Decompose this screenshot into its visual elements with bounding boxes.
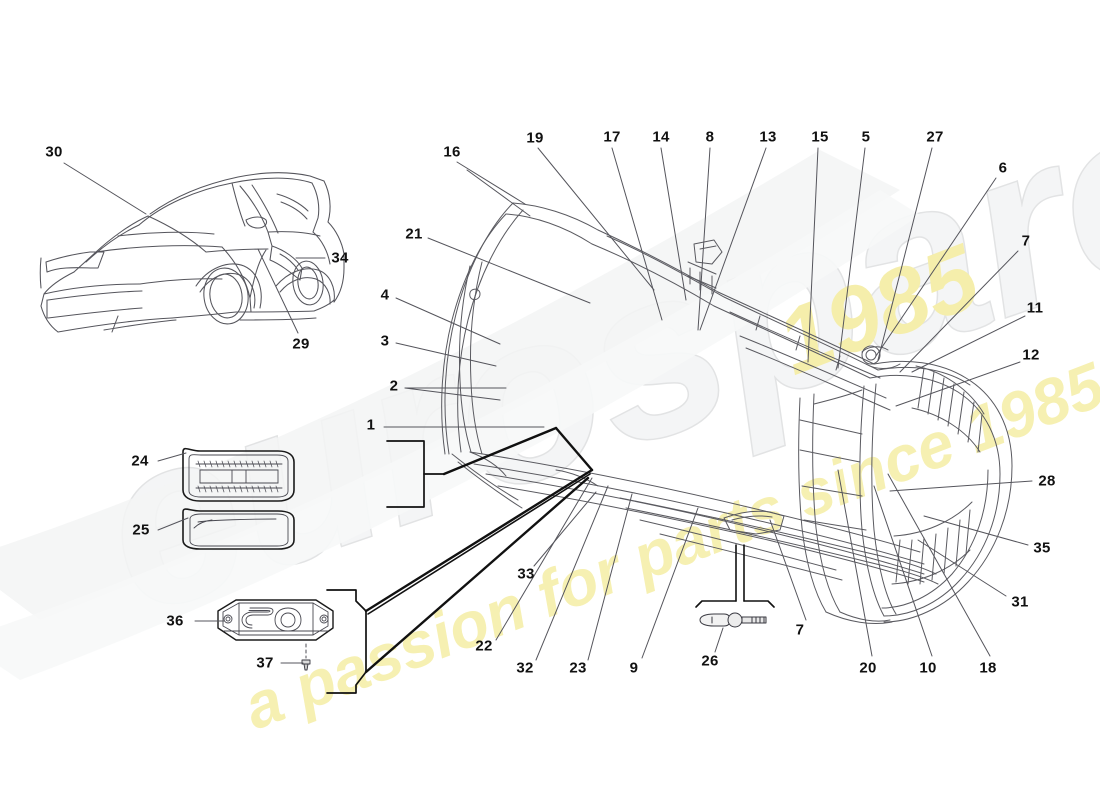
screw-37	[301, 643, 311, 671]
callout-24[interactable]: 24	[131, 452, 149, 470]
callout-14[interactable]: 14	[652, 128, 670, 146]
callout-1[interactable]: 1	[366, 416, 376, 434]
callout-7-bottom[interactable]: 7	[795, 621, 805, 639]
callout-32[interactable]: 32	[516, 659, 534, 677]
callout-13[interactable]: 13	[759, 128, 777, 146]
callout-3[interactable]: 3	[380, 332, 390, 350]
callout-8[interactable]: 8	[705, 128, 715, 146]
callout-2[interactable]: 2	[389, 377, 399, 395]
callout-11[interactable]: 11	[1026, 299, 1044, 317]
bracket-36-37	[326, 589, 367, 694]
callout-18[interactable]: 18	[979, 659, 997, 677]
callout-17[interactable]: 17	[603, 128, 621, 146]
callout-10[interactable]: 10	[919, 659, 937, 677]
callout-33[interactable]: 33	[517, 565, 535, 583]
bracket-26	[695, 544, 775, 608]
callout-16[interactable]: 16	[443, 143, 461, 161]
seal-24	[182, 447, 295, 502]
callout-35[interactable]: 35	[1033, 539, 1051, 557]
leader-lines	[383, 147, 1033, 661]
bracket-24-25	[386, 440, 445, 508]
callout-21[interactable]: 21	[405, 225, 423, 243]
callout-34[interactable]: 34	[331, 249, 349, 267]
callout-15[interactable]: 15	[811, 128, 829, 146]
callout-27[interactable]: 27	[926, 128, 944, 146]
seal-25	[182, 508, 295, 550]
callout-23[interactable]: 23	[569, 659, 587, 677]
bolt-26-detail	[699, 612, 767, 628]
callout-29[interactable]: 29	[292, 335, 310, 353]
callout-19[interactable]: 19	[526, 129, 544, 147]
body-shell-drawing	[441, 202, 1013, 625]
callout-12[interactable]: 12	[1022, 346, 1040, 364]
callout-20[interactable]: 20	[859, 659, 877, 677]
watermark-swoosh	[0, 150, 900, 620]
callout-26[interactable]: 26	[701, 652, 719, 670]
callout-9[interactable]: 9	[629, 659, 639, 677]
callout-30[interactable]: 30	[45, 143, 63, 161]
callout-4[interactable]: 4	[380, 286, 390, 304]
badge-36	[217, 599, 334, 641]
callout-6[interactable]: 6	[998, 159, 1008, 177]
callout-31[interactable]: 31	[1011, 593, 1029, 611]
callout-7-right[interactable]: 7	[1021, 232, 1031, 250]
callout-36[interactable]: 36	[166, 612, 184, 630]
callout-25[interactable]: 25	[132, 521, 150, 539]
callout-28[interactable]: 28	[1038, 472, 1056, 490]
callout-22[interactable]: 22	[475, 637, 493, 655]
callout-37[interactable]: 37	[256, 654, 274, 672]
car-illustration	[39, 172, 345, 333]
callout-5[interactable]: 5	[861, 128, 871, 146]
